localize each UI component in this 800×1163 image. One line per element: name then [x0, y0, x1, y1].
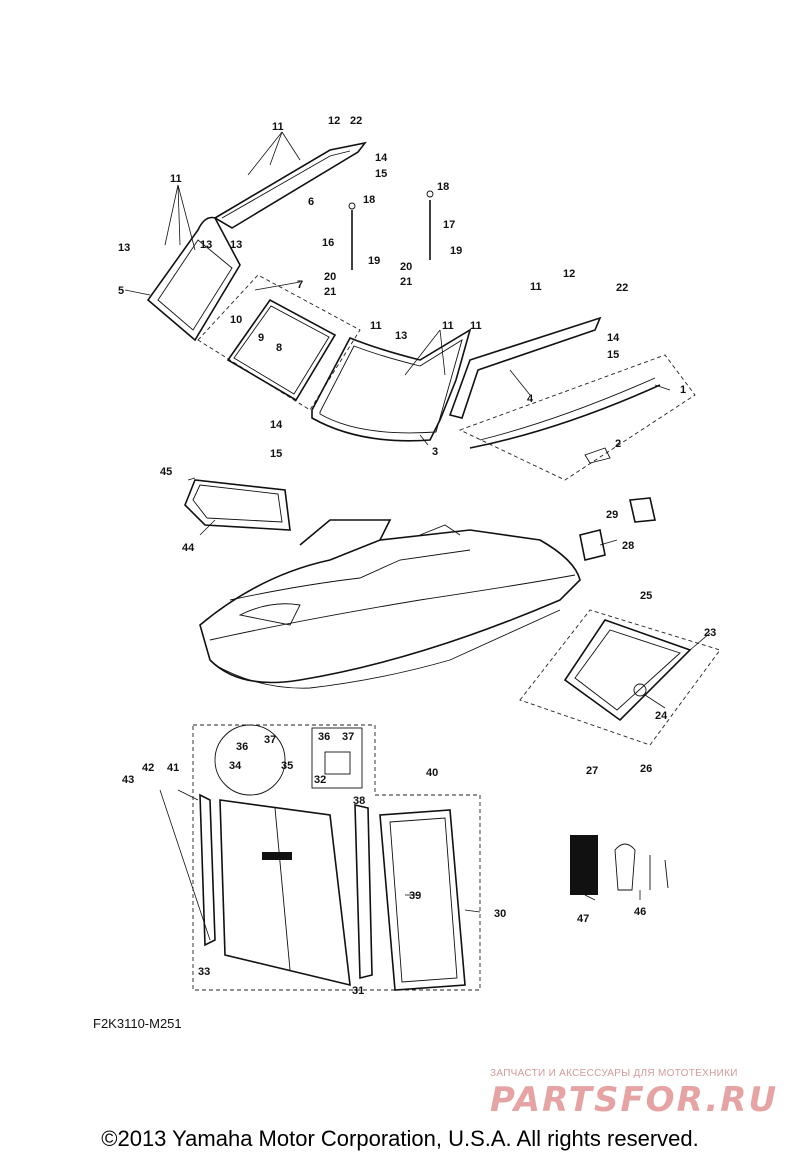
callout-28: 28 — [622, 540, 634, 552]
callout-14: 14 — [375, 152, 388, 164]
hatch-cover-23 — [519, 609, 721, 746]
callout-13: 13 — [395, 330, 407, 342]
callout-19: 19 — [450, 245, 462, 257]
callout-26: 26 — [640, 763, 652, 775]
leader-lines — [124, 131, 711, 941]
callout-34: 34 — [229, 760, 242, 772]
callout-42: 42 — [142, 762, 154, 774]
callout-22: 22 — [350, 115, 362, 127]
callout-12: 12 — [328, 115, 340, 127]
callout-33: 33 — [198, 966, 210, 978]
callout-37: 37 — [264, 734, 276, 746]
callout-47: 47 — [577, 913, 589, 925]
copyright-notice: ©2013 Yamaha Motor Corporation, U.S.A. A… — [101, 1126, 699, 1151]
callout-7: 7 — [297, 279, 303, 291]
callout-19: 19 — [368, 255, 380, 267]
callout-18: 18 — [363, 194, 375, 206]
callout-30: 30 — [494, 908, 506, 920]
callout-20: 20 — [324, 271, 336, 283]
watermark-logo: PARTSFOR.RU — [490, 1080, 779, 1120]
watermark-subtitle: ЗАПЧАСТИ И АКСЕССУАРЫ ДЛЯ МОТОТЕХНИКИ — [490, 1068, 738, 1079]
callout-31: 31 — [352, 985, 364, 997]
callout-16: 16 — [322, 237, 334, 249]
callout-37: 37 — [342, 731, 354, 743]
callout-9: 9 — [258, 332, 264, 344]
callout-10: 10 — [230, 314, 242, 326]
callout-14: 14 — [270, 419, 283, 431]
windshield-trim-1 — [458, 354, 696, 481]
tool-kit-46 — [614, 843, 669, 891]
callout-11: 11 — [170, 173, 182, 185]
callout-27: 27 — [586, 765, 598, 777]
windshield-right-4 — [448, 316, 602, 419]
callout-2: 2 — [615, 438, 621, 450]
callout-25: 25 — [640, 590, 652, 602]
callout-44: 44 — [182, 542, 195, 554]
callout-32: 32 — [314, 774, 326, 786]
windshield-frame-7 — [197, 274, 361, 411]
callout-24: 24 — [655, 710, 668, 722]
callout-13: 13 — [200, 239, 212, 251]
callout-12: 12 — [563, 268, 575, 280]
callout-15: 15 — [607, 349, 619, 361]
support-rod-17 — [426, 190, 434, 260]
callout-35: 35 — [281, 760, 293, 772]
callout-labels: 1 2 3 4 5 6 7 8 9 10 11 11 11 11 11 11 1… — [118, 115, 716, 997]
callout-11: 11 — [272, 121, 284, 133]
windshield-center-3 — [311, 328, 472, 442]
callout-43: 43 — [122, 774, 134, 786]
callout-41: 41 — [167, 762, 179, 774]
drawing-code: F2K3110-M251 — [93, 1016, 182, 1031]
callout-3: 3 — [432, 446, 438, 458]
callout-15: 15 — [270, 448, 282, 460]
callout-15: 15 — [375, 168, 387, 180]
callout-13: 13 — [118, 242, 130, 254]
item-47 — [570, 835, 598, 895]
callout-1: 1 — [680, 384, 686, 396]
callout-4: 4 — [527, 393, 534, 405]
callout-36: 36 — [236, 741, 248, 753]
callout-39: 39 — [409, 890, 421, 902]
callout-40: 40 — [426, 767, 438, 779]
callout-38: 38 — [353, 795, 365, 807]
callout-5: 5 — [118, 285, 124, 297]
callout-23: 23 — [704, 627, 716, 639]
callout-17: 17 — [443, 219, 455, 231]
boat-hull — [199, 519, 581, 689]
callout-11: 11 — [442, 320, 454, 332]
callout-14: 14 — [607, 332, 620, 344]
callout-11: 11 — [370, 320, 382, 332]
callout-45: 45 — [160, 466, 172, 478]
callout-6: 6 — [308, 196, 314, 208]
callout-8: 8 — [276, 342, 282, 354]
windshield-left-panel — [146, 216, 241, 342]
callout-20: 20 — [400, 261, 412, 273]
callout-21: 21 — [400, 276, 412, 288]
bracket-28 — [579, 497, 656, 561]
callout-11: 11 — [530, 281, 542, 293]
callout-46: 46 — [634, 906, 646, 918]
callout-21: 21 — [324, 286, 336, 298]
callout-18: 18 — [437, 181, 449, 193]
door-group-30 — [192, 724, 481, 991]
callout-11: 11 — [470, 320, 482, 332]
callout-36: 36 — [318, 731, 330, 743]
support-rod-16 — [348, 202, 356, 270]
windshield-upper-left — [213, 141, 367, 229]
callout-29: 29 — [606, 509, 618, 521]
callout-13: 13 — [230, 239, 242, 251]
callout-22: 22 — [616, 282, 628, 294]
storage-bin-44 — [184, 479, 291, 531]
